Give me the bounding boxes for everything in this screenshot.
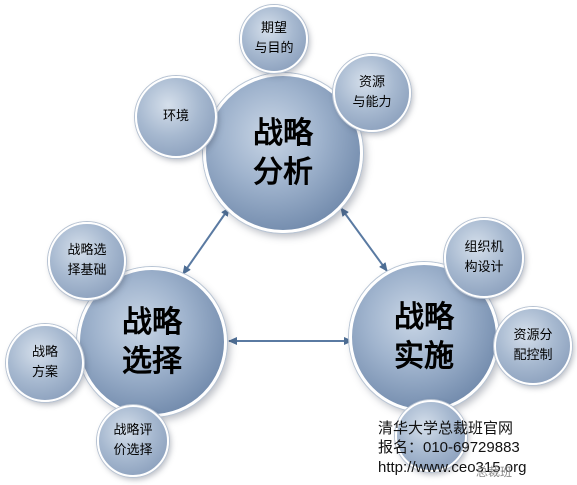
hub-choice-line-1: 战略 — [122, 305, 182, 340]
watermark-line-1: 清华大学总裁班官网 — [378, 419, 514, 437]
satellite-expectation-line-1: 期望 — [260, 20, 287, 36]
satellite-resource-control: 资源分 配控制 — [494, 307, 572, 385]
satellite-organization-design: 组织机 构设计 — [444, 218, 524, 298]
arrow-analysis-choice — [182, 207, 230, 275]
satellite-resources-line-2: 与能力 — [352, 95, 392, 110]
satellite-resources-capability: 资源 与能力 — [333, 54, 411, 132]
satellite-environment-line-1: 环境 — [162, 108, 189, 124]
hub-analysis-line-2: 分析 — [253, 155, 313, 190]
satellite-org-line-1: 组织机 — [464, 239, 504, 255]
satellite-control-line-2: 配控制 — [513, 348, 553, 363]
watermark-text: 清华大学总裁班官网 报名：010-69729883 http://www.ceo… — [378, 418, 526, 478]
satellite-choice-basis: 战略选 择基础 — [48, 222, 126, 300]
hub-choice-line-2: 选择 — [122, 344, 182, 379]
satellite-eval-line-1: 战略评 — [113, 422, 153, 438]
satellite-expectation-purpose: 期望 与目的 — [240, 5, 308, 73]
satellite-plan-line-2: 方案 — [31, 365, 58, 380]
satellite-choice-basis-line-1: 战略选 — [67, 242, 107, 258]
satellite-expectation-line-2: 与目的 — [254, 41, 294, 56]
satellite-choice-basis-line-2: 择基础 — [67, 263, 107, 278]
hub-analysis-line-1: 战略 — [253, 116, 313, 151]
hub-implementation-line-1: 战略 — [394, 300, 454, 335]
satellite-partial-hidden — [395, 400, 467, 472]
watermark-brand: 总裁班 — [476, 465, 513, 479]
hub-implementation-line-2: 实施 — [394, 339, 454, 374]
satellite-choice-evaluation: 战略评 价选择 — [97, 405, 169, 477]
watermark-line-2: 报名：010-69729883 — [378, 439, 520, 456]
satellite-environment: 环境 — [135, 76, 217, 158]
hub-strategy-implementation: 战略 实施 — [349, 262, 499, 412]
watermark-line-3: http://www.ceo315.org — [378, 459, 527, 476]
satellite-resources-line-1: 资源 — [358, 74, 385, 90]
satellite-org-line-2: 构设计 — [464, 260, 504, 275]
satellite-control-line-1: 资源分 — [513, 327, 553, 343]
arrow-analysis-implementation — [340, 207, 388, 272]
satellite-plan-line-1: 战略 — [31, 344, 58, 360]
satellite-strategy-plan: 战略 方案 — [6, 324, 84, 402]
satellite-eval-line-2: 价选择 — [113, 443, 153, 458]
